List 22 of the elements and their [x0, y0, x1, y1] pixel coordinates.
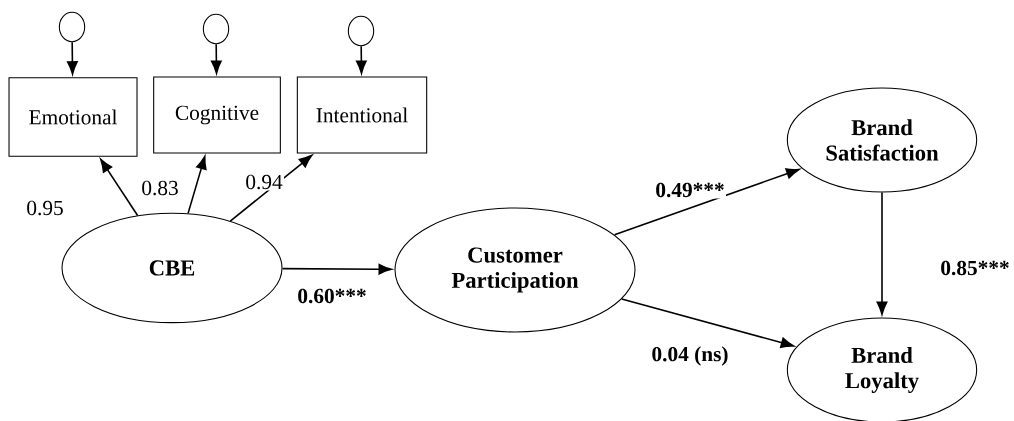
arrow [67, 41, 78, 75]
error-circle [202, 13, 230, 45]
indicator-box: Emotional [8, 77, 138, 157]
edge-label: 0.94 [244, 173, 284, 191]
arrow [229, 154, 313, 222]
arrow [100, 158, 139, 217]
edge-label: 0.85*** [939, 259, 1011, 277]
edge-label: 0.49*** [654, 181, 726, 199]
error-circle [347, 15, 375, 47]
edge-label: 0.04 (ns) [650, 345, 730, 367]
indicator-box: Cognitive [153, 76, 281, 154]
arrow [876, 191, 888, 315]
edge-label: 0.60*** [296, 287, 368, 305]
arrow [281, 263, 392, 275]
arrow [211, 43, 222, 74]
arrow [620, 298, 795, 348]
arrow [355, 45, 367, 74]
error-circle [58, 11, 86, 43]
arrow [187, 155, 207, 215]
edge-label: 0.83 [140, 179, 180, 197]
indicator-box: Intentional [296, 76, 428, 154]
arrow [613, 168, 800, 236]
